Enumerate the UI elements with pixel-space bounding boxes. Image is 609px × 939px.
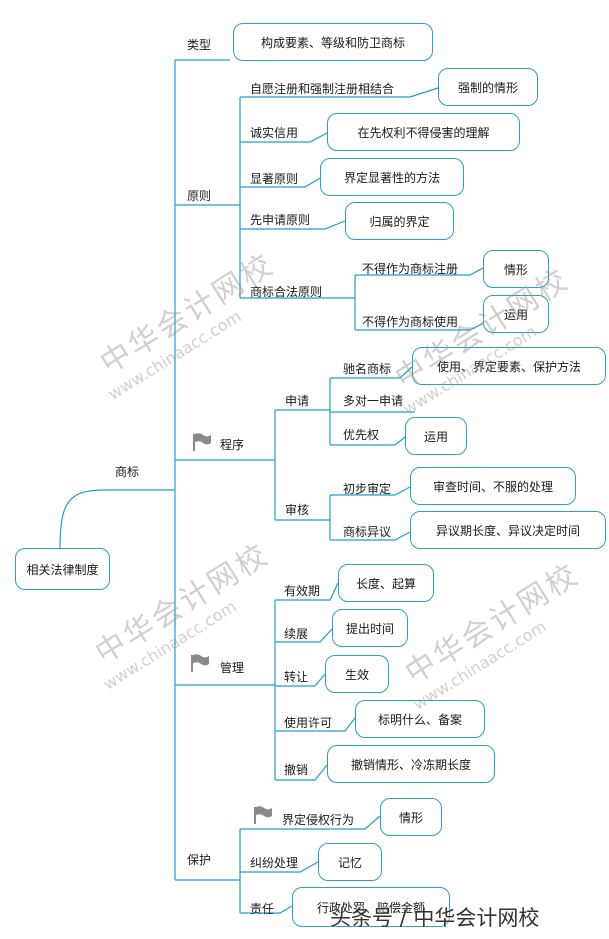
principle-item-1: 诚实信用 (250, 126, 299, 140)
protection-detail-1: 记忆 (318, 843, 382, 881)
legal-sub-detail-0: 情形 (483, 250, 549, 288)
protection-flag-icon (254, 806, 272, 824)
review-detail-0: 审查时间、不服的处理 (410, 467, 576, 505)
protection-detail-2: 行政处罚、赔偿金额 (292, 887, 450, 927)
procedure-review-label: 审核 (285, 503, 310, 517)
management-detail-3: 标明什么、备案 (355, 700, 485, 738)
apply-item-2: 优先权 (343, 428, 380, 442)
apply-detail-0: 使用、界定要素、保护方法 (412, 347, 606, 385)
review-detail-1: 异议期长度、异议决定时间 (410, 511, 606, 549)
management-detail-4: 撤销情形、冷冻期长度 (327, 745, 495, 783)
principle-item-3: 先申请原则 (250, 213, 311, 227)
protection-detail-0: 情形 (380, 798, 442, 836)
principle-detail-0: 强制的情形 (438, 68, 538, 106)
legal-sub-1: 不得作为商标使用 (362, 315, 459, 329)
apply-detail-2: 运用 (405, 417, 467, 455)
management-detail-0: 长度、起算 (338, 564, 434, 602)
apply-item-0: 驰名商标 (343, 362, 392, 376)
management-detail-2: 生效 (325, 655, 389, 693)
main-topic-label: 商标 (115, 465, 140, 479)
legal-sub-detail-1: 运用 (483, 295, 549, 333)
management-item-2: 转让 (284, 670, 309, 684)
branch-type-label: 类型 (187, 38, 212, 52)
management-item-4: 撤销 (284, 763, 309, 777)
root-label: 相关法律制度 (26, 562, 99, 577)
protection-item-1: 纠纷处理 (250, 856, 299, 870)
branch-management-label: 管理 (220, 661, 245, 675)
principle-item-2: 显著原则 (250, 172, 299, 186)
legal-sub-0: 不得作为商标注册 (362, 262, 459, 276)
management-flag-icon (191, 654, 209, 672)
review-item-1: 商标异议 (343, 525, 392, 539)
root-node: 相关法律制度 (15, 548, 110, 590)
review-item-0: 初步审定 (343, 482, 392, 496)
principle-detail-1: 在先权利不得侵害的理解 (327, 113, 520, 151)
principle-detail-2: 界定显著性的方法 (320, 158, 464, 196)
management-item-0: 有效期 (284, 584, 321, 598)
type-detail-box: 构成要素、等级和防卫商标 (233, 23, 433, 61)
principle-item-4: 商标合法原则 (250, 285, 323, 299)
procedure-apply-label: 申请 (285, 394, 310, 408)
principle-detail-3: 归属的界定 (345, 202, 454, 240)
footer-caption: 头条号 / 中华会计网校 (330, 906, 540, 930)
apply-item-1: 多对一申请 (343, 394, 404, 408)
principle-item-0: 自愿注册和强制注册相结合 (250, 82, 395, 96)
protection-item-2: 责任 (250, 902, 275, 916)
management-item-3: 使用许可 (284, 716, 333, 730)
branch-protection-label: 保护 (187, 853, 212, 867)
protection-item-0: 界定侵权行为 (282, 813, 355, 827)
branch-procedure-label: 程序 (220, 438, 245, 452)
branch-principle-label: 原则 (187, 189, 212, 203)
procedure-flag-icon (193, 433, 211, 451)
management-detail-1: 提出时间 (332, 609, 408, 647)
management-item-1: 续展 (284, 627, 309, 641)
